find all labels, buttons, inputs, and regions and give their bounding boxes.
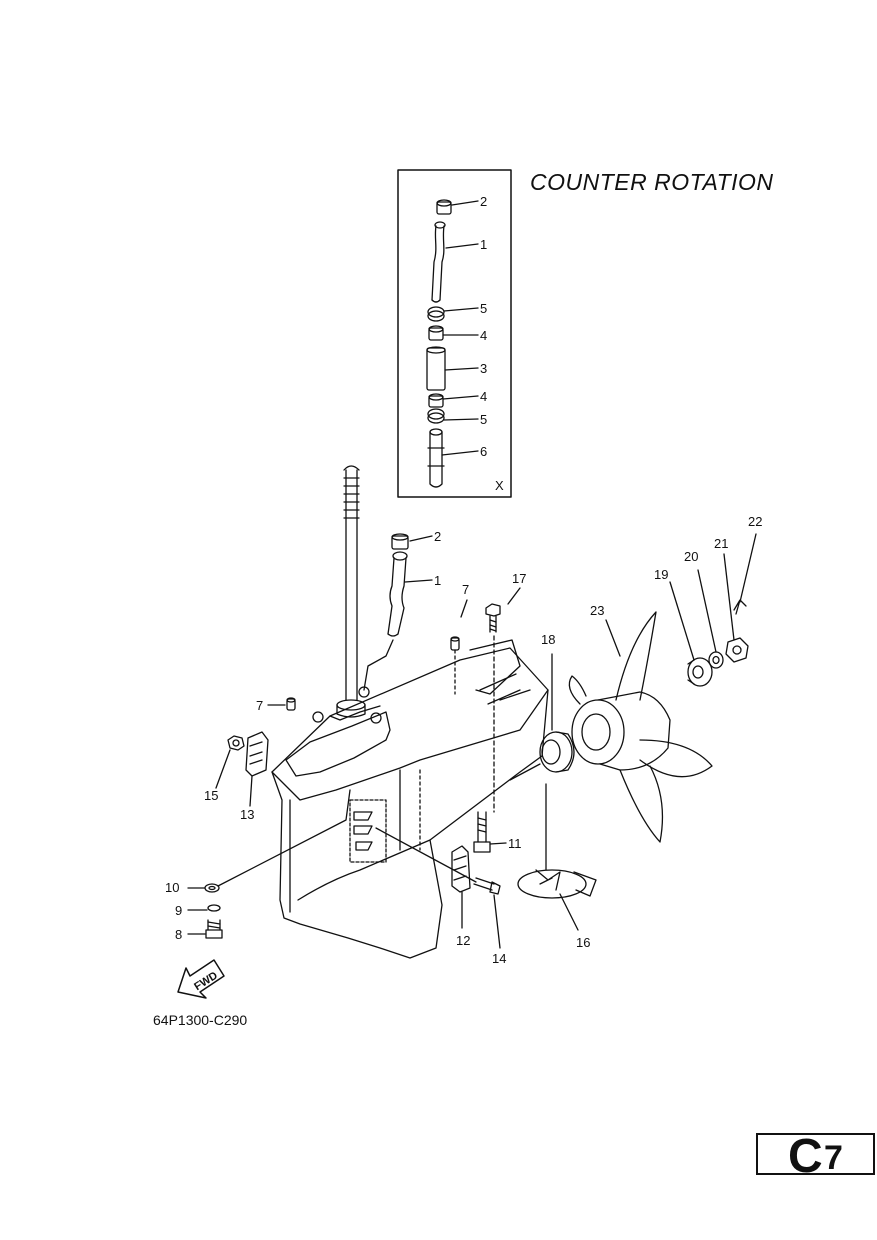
- callout-inset-3: 3: [480, 361, 487, 376]
- page-reference-box: C 7: [756, 1130, 875, 1183]
- fwd-label: FWD: [192, 970, 220, 993]
- callout-7-upper: 7: [462, 582, 469, 597]
- inset-part-1-water-tube: [431, 221, 446, 303]
- callout-19: 19: [654, 567, 668, 582]
- page-ref-number: 7: [824, 1139, 843, 1177]
- inset-part-4-collar-upper: [428, 325, 444, 341]
- callout-12: 12: [456, 933, 470, 948]
- callout-11: 11: [508, 836, 522, 851]
- part-23-propeller: [568, 611, 713, 843]
- part-21-castle-nut: [725, 637, 749, 663]
- part-12-trim-tab-anode: [451, 845, 471, 893]
- callout-labels: 2 1 5 4 3 4 5 6 2 1 7 17 22 21 20 19 23 …: [165, 194, 762, 993]
- inset-part-4-collar-lower: [428, 393, 444, 408]
- part-10-washer: [204, 883, 220, 893]
- callout-inset-5a: 5: [480, 301, 487, 316]
- part-15-nut: [227, 735, 245, 751]
- callout-1: 1: [434, 573, 441, 588]
- callout-9: 9: [175, 903, 182, 918]
- callout-21: 21: [714, 536, 728, 551]
- callout-20: 20: [684, 549, 698, 564]
- part-17-bolt: [485, 603, 501, 633]
- inset-part-3-sleeve: [426, 346, 446, 391]
- callout-2: 2: [434, 529, 441, 544]
- diagram-code: 64P1300-C290: [153, 1012, 248, 1028]
- callout-inset-1: 1: [480, 237, 487, 252]
- callout-8: 8: [175, 927, 182, 942]
- part-19-spacer: [687, 657, 713, 687]
- fwd-arrow-icon: [177, 959, 225, 999]
- callout-inset-4a: 4: [480, 328, 487, 343]
- detail-box: [397, 169, 512, 498]
- page-ref-letter: C: [788, 1130, 823, 1183]
- callout-inset-6: 6: [480, 444, 487, 459]
- part-11-bolt: [473, 811, 491, 853]
- part-7-dowel-upper: [450, 636, 460, 651]
- part-7-dowel-left: [286, 697, 296, 711]
- detail-box-label: X: [495, 478, 504, 493]
- callout-13: 13: [240, 807, 254, 822]
- lower-casing: [271, 639, 549, 959]
- part-8-bolt: [205, 919, 223, 939]
- part-9-lockwasher: [207, 904, 221, 912]
- counter-rotation-title: COUNTER ROTATION: [530, 169, 774, 195]
- callout-15: 15: [204, 788, 218, 803]
- part-16-trim-tab-plate: [517, 869, 597, 899]
- callout-10: 10: [165, 880, 179, 895]
- part-1-water-tube: [387, 551, 408, 637]
- part-13-anode: [245, 731, 269, 777]
- inset-part-5-seal-upper: [427, 306, 445, 322]
- callout-18: 18: [541, 632, 555, 647]
- part-18-thrust-washer: [539, 731, 575, 773]
- part-2-grommet: [391, 533, 409, 550]
- drive-shaft: [336, 465, 366, 718]
- callout-22: 22: [748, 514, 762, 529]
- callout-23: 23: [590, 603, 604, 618]
- callout-inset-2: 2: [480, 194, 487, 209]
- callout-inset-5b: 5: [480, 412, 487, 427]
- callout-17: 17: [512, 571, 526, 586]
- callout-inset-4b: 4: [480, 389, 487, 404]
- callout-7-left: 7: [256, 698, 263, 713]
- callout-14: 14: [492, 951, 506, 966]
- part-14-bolt: [473, 877, 501, 895]
- inset-part-5-seal-lower: [427, 408, 445, 424]
- part-20-washer: [708, 651, 724, 669]
- callout-16: 16: [576, 935, 590, 950]
- inset-part-2-grommet: [436, 199, 452, 215]
- inset-part-6-grommet-tube: [427, 428, 445, 488]
